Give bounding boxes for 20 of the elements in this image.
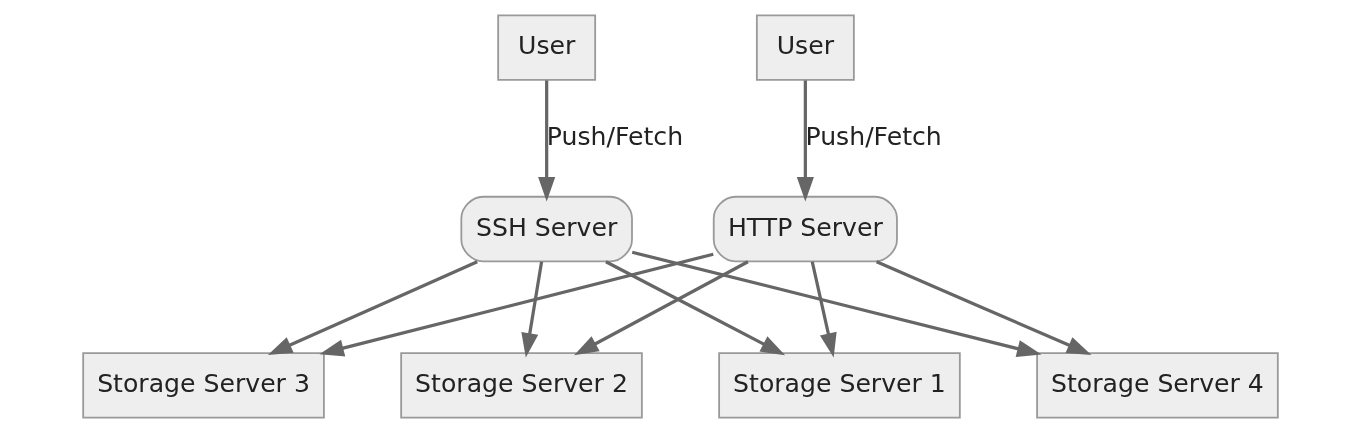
edge-label: Push/Fetch: [546, 122, 683, 151]
node-box: Storage Server 2: [399, 352, 643, 419]
arrow: [573, 260, 749, 356]
node-box: HTTP Server: [712, 195, 898, 263]
node-box: User: [496, 14, 596, 81]
arrow: [520, 261, 543, 358]
node-box: SSH Server: [459, 195, 633, 263]
arrow: [875, 260, 1091, 355]
edge-label: Push/Fetch: [804, 122, 942, 151]
arrow: [537, 80, 555, 202]
arrow: [267, 260, 478, 355]
arrow: [318, 252, 714, 357]
arrow: [604, 260, 785, 356]
node-box: Storage Server 1: [717, 352, 961, 419]
node-box: Storage Server 4: [1035, 352, 1279, 419]
node-box: Storage Server 3: [81, 352, 325, 419]
arrow: [796, 80, 814, 202]
arrow: [631, 250, 1041, 357]
arrow: [810, 261, 837, 358]
node-box: User: [755, 14, 855, 81]
